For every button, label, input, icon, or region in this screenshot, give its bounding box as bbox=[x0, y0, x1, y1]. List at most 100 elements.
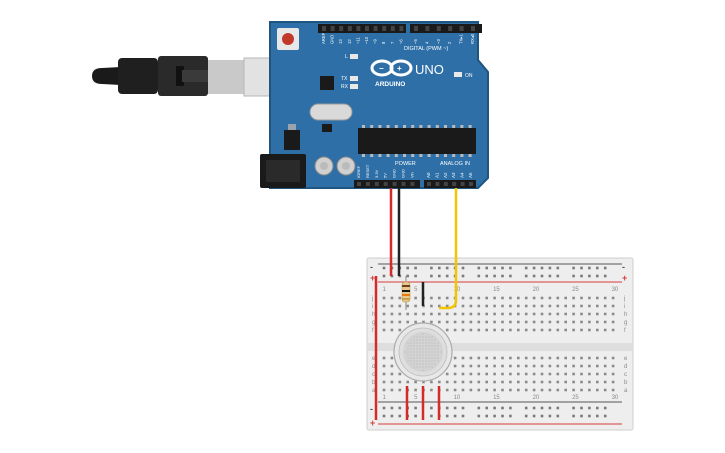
column-number: 30 bbox=[612, 287, 619, 293]
row-letter: g bbox=[372, 320, 375, 326]
microcontroller bbox=[358, 128, 476, 154]
top-pin[interactable] bbox=[436, 26, 441, 31]
column-number: 25 bbox=[572, 287, 579, 293]
power-pin-label: Vin bbox=[409, 172, 414, 178]
gas-sensor[interactable] bbox=[393, 322, 453, 382]
row-letter: e bbox=[624, 356, 628, 362]
top-pin[interactable] bbox=[373, 26, 378, 31]
svg-text:−: − bbox=[379, 64, 384, 73]
on-label: ON bbox=[465, 73, 473, 79]
power-pin-label: 3.3V bbox=[374, 169, 379, 178]
wire-a0[interactable] bbox=[439, 188, 458, 310]
digital-label: DIGITAL (PWM ~) bbox=[404, 46, 448, 52]
rail-plus-top-right: + bbox=[622, 273, 627, 283]
power-pin[interactable] bbox=[365, 182, 370, 186]
top-pin[interactable] bbox=[347, 26, 352, 31]
top-pin[interactable] bbox=[399, 26, 404, 31]
column-number: 15 bbox=[493, 395, 500, 401]
row-letter: b bbox=[372, 380, 376, 386]
digital-header-right bbox=[410, 24, 482, 33]
analog-header bbox=[424, 180, 476, 188]
power-pin[interactable] bbox=[410, 182, 415, 186]
led-l-label: L bbox=[345, 54, 348, 60]
top-pin-label: ~11 bbox=[355, 37, 360, 44]
row-letter: i bbox=[624, 304, 625, 310]
top-pin[interactable] bbox=[471, 26, 475, 31]
power-label: POWER bbox=[395, 161, 416, 167]
rail-plus-top: + bbox=[370, 273, 375, 283]
column-number: 25 bbox=[572, 395, 579, 401]
top-pin[interactable] bbox=[339, 26, 344, 31]
top-pin[interactable] bbox=[459, 26, 464, 31]
analog-pin[interactable] bbox=[460, 182, 465, 186]
row-letter: j bbox=[623, 296, 625, 302]
usb-cable bbox=[92, 56, 275, 97]
analog-pin-label: A0 bbox=[426, 172, 431, 178]
top-pin[interactable] bbox=[448, 26, 453, 31]
row-letter: h bbox=[624, 312, 627, 318]
analog-pin-label: A1 bbox=[434, 172, 439, 178]
rail-minus-bottom: - bbox=[370, 404, 373, 414]
power-pin[interactable] bbox=[374, 182, 379, 186]
top-pin[interactable] bbox=[365, 26, 369, 31]
led-rx-label: RX bbox=[341, 84, 349, 90]
regulator bbox=[284, 130, 300, 150]
analog-pin[interactable] bbox=[443, 182, 448, 186]
top-pin-label: 2 bbox=[447, 41, 452, 44]
wires bbox=[374, 188, 458, 420]
arduino-wordmark: ARDUINO bbox=[375, 81, 405, 88]
top-pin[interactable] bbox=[330, 26, 335, 31]
row-letter: f bbox=[372, 328, 374, 334]
top-pin[interactable] bbox=[390, 26, 395, 31]
column-number: 10 bbox=[454, 395, 461, 401]
svg-text:+: + bbox=[397, 64, 402, 73]
column-number: 1 bbox=[383, 395, 387, 401]
resistor[interactable] bbox=[401, 276, 411, 310]
top-pin-label: ~3 bbox=[436, 39, 441, 44]
row-letter: j bbox=[371, 296, 373, 302]
top-pin-label: ~10 bbox=[364, 36, 369, 44]
top-pin-label: ~9 bbox=[373, 39, 378, 44]
row-letter: c bbox=[372, 372, 375, 378]
analog-pin-label: A2 bbox=[443, 172, 448, 178]
top-pin-label: 7 bbox=[390, 41, 395, 44]
power-pin-label: RESET bbox=[365, 164, 370, 178]
column-number: 20 bbox=[533, 287, 540, 293]
crystal bbox=[309, 103, 353, 121]
analog-pin[interactable] bbox=[452, 182, 457, 186]
row-letter: i bbox=[372, 304, 373, 310]
top-pin-label: TX▸1 bbox=[459, 34, 464, 44]
power-pin-label: GND bbox=[401, 169, 406, 178]
on-led bbox=[454, 72, 462, 77]
top-pin[interactable] bbox=[356, 26, 361, 31]
analog-pin[interactable] bbox=[435, 182, 440, 186]
arduino-logo: − + bbox=[370, 59, 413, 77]
analog-pin-label: A3 bbox=[451, 172, 456, 178]
column-number: 5 bbox=[414, 395, 418, 401]
top-pin[interactable] bbox=[382, 26, 387, 31]
digital-header-left bbox=[318, 24, 406, 33]
power-pin[interactable] bbox=[383, 182, 388, 186]
power-pin-label: 5V bbox=[383, 173, 388, 178]
column-number: 15 bbox=[493, 287, 500, 293]
analog-pin[interactable] bbox=[427, 182, 431, 186]
power-pin[interactable] bbox=[357, 182, 361, 186]
top-pin[interactable] bbox=[322, 26, 326, 31]
top-pin-label: 8 bbox=[381, 41, 386, 44]
top-pin-label: 4 bbox=[424, 41, 429, 44]
top-pin-label: AREF bbox=[321, 32, 326, 44]
led-tx-label: TX bbox=[341, 76, 348, 82]
row-letter: e bbox=[372, 356, 376, 362]
row-letter: b bbox=[624, 380, 628, 386]
row-letter: g bbox=[624, 320, 627, 326]
power-pin-label: IOREF bbox=[356, 165, 361, 178]
analog-pin[interactable] bbox=[469, 182, 473, 186]
top-pin[interactable] bbox=[425, 26, 430, 31]
top-pin[interactable] bbox=[414, 26, 418, 31]
power-pin[interactable] bbox=[401, 182, 406, 186]
power-pin[interactable] bbox=[392, 182, 397, 186]
row-letter: a bbox=[624, 388, 628, 394]
top-pin-label: ~6 bbox=[398, 39, 403, 44]
